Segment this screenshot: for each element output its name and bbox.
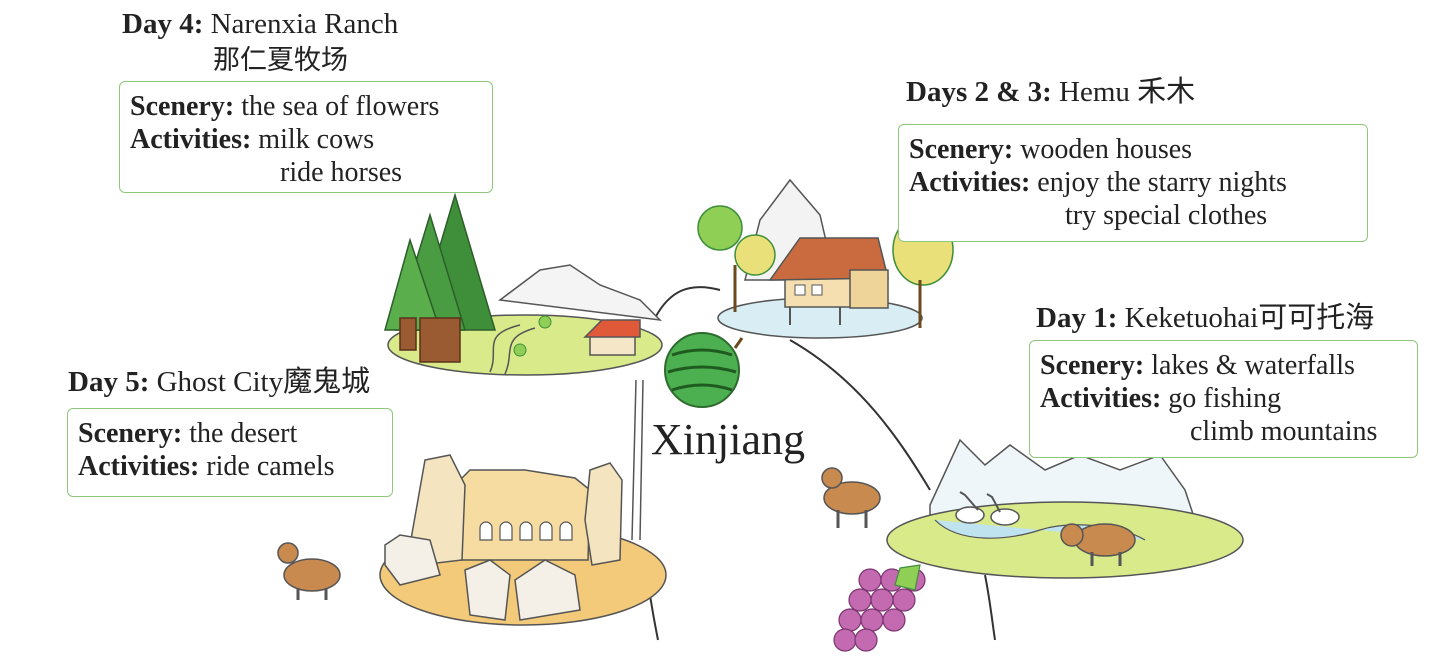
- cow-icon: [1060, 523, 1136, 566]
- day23-info-box: Scenery: wooden houses Activities: enjoy…: [898, 124, 1368, 242]
- place-name: Ghost City魔鬼城: [156, 366, 371, 398]
- scenery-label: Scenery:: [78, 418, 183, 449]
- rock-icon: [464, 559, 511, 621]
- rock-icon: [584, 462, 623, 566]
- camel-icon: [277, 542, 341, 600]
- day-label: Days 2 & 3:: [906, 76, 1052, 108]
- place-name-chinese: 那仁夏牧场: [213, 45, 348, 75]
- day-label: Day 4:: [122, 8, 204, 40]
- day4-title: Day 4: Narenxia Ranch: [122, 10, 398, 39]
- scenery-value: the sea of flowers: [241, 91, 440, 122]
- activity-item: ride horses: [280, 157, 403, 188]
- activities-label: Activities:: [1040, 383, 1162, 414]
- scenery-label: Scenery:: [909, 134, 1014, 165]
- scenery-value: wooden houses: [1020, 134, 1193, 165]
- route-line: [654, 286, 721, 319]
- activity-item: try special clothes: [1065, 200, 1268, 231]
- grapes-icon: [833, 564, 926, 652]
- scenery-value: lakes & waterfalls: [1151, 350, 1355, 381]
- activity-item: go fishing: [1168, 383, 1282, 414]
- activity-item: climb mountains: [1190, 416, 1378, 447]
- scenery-label: Scenery:: [1040, 350, 1145, 381]
- wooden-house-icon: [768, 237, 889, 325]
- activities-label: Activities:: [130, 124, 252, 155]
- day4-info-box: Scenery: the sea of flowers Activities: …: [119, 81, 493, 193]
- scenery-label: Scenery:: [130, 91, 235, 122]
- scenery-value: the desert: [189, 418, 298, 449]
- route-line: [789, 339, 931, 491]
- watermelon-icon: [664, 332, 744, 408]
- day-label: Day 5:: [68, 366, 150, 398]
- route-line: [984, 574, 996, 641]
- day5-info-box: Scenery: the desert Activities: ride cam…: [67, 408, 393, 497]
- ranch-island: [384, 192, 663, 376]
- place-name: Keketuohai可可托海: [1124, 302, 1375, 334]
- goose-icon: [986, 493, 1020, 526]
- place-name: Hemu 禾木: [1059, 76, 1196, 108]
- goose-icon: [955, 491, 985, 524]
- day5-title: Day 5: Ghost City魔鬼城: [68, 368, 370, 397]
- region-label: Xinjiang: [651, 415, 805, 464]
- activity-item: ride camels: [206, 451, 335, 482]
- rock-icon: [384, 534, 441, 586]
- place-name: Narenxia Ranch: [210, 8, 399, 40]
- mountain-icon: [498, 264, 663, 322]
- barn-icon: [583, 319, 641, 356]
- day23-title: Days 2 & 3: Hemu 禾木: [906, 78, 1195, 107]
- rock-icon: [514, 559, 581, 621]
- activity-item: enjoy the starry nights: [1037, 167, 1287, 198]
- day1-title: Day 1: Keketuohai可可托海: [1036, 304, 1374, 333]
- activities-label: Activities:: [78, 451, 200, 482]
- keketuohai-island: [886, 438, 1244, 579]
- ghost-city-island: [379, 379, 667, 626]
- tree-icon: [697, 205, 776, 312]
- activity-item: milk cows: [258, 124, 375, 155]
- activities-label: Activities:: [909, 167, 1031, 198]
- camel-icon: [821, 467, 881, 528]
- pine-tree-icon: [384, 192, 497, 363]
- day-label: Day 1:: [1036, 302, 1118, 334]
- day1-info-box: Scenery: lakes & waterfalls Activities: …: [1029, 340, 1418, 458]
